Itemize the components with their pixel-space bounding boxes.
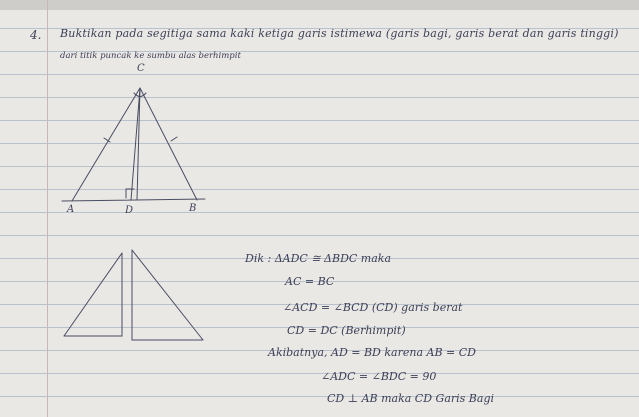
label-foot-d: D xyxy=(125,205,134,216)
proof-line-2: AC = BC xyxy=(285,275,335,288)
label-vertex-a: A xyxy=(67,204,75,215)
question-line-2: dari titik puncak ke sumbu alas berhimpi… xyxy=(60,51,241,61)
proof-line-5: Akibatnya, AD = BD karena AB = CD xyxy=(268,346,476,359)
proof-line-1: Dik : ΔADC ≅ ΔBDC maka xyxy=(245,252,392,265)
question-line-1: Buktikan pada segitiga sama kaki ketiga … xyxy=(60,27,619,40)
proof-line-4: CD = DC (Berhimpit) xyxy=(287,324,406,337)
proof-line-6: ∠ADC = ∠BDC = 90 xyxy=(321,370,437,383)
margin-line xyxy=(47,0,48,417)
proof-line-7: CD ⊥ AB maka CD Garis Bagi xyxy=(327,392,495,405)
proof-line-3: ∠ACD = ∠BCD (CD) garis berat xyxy=(283,301,463,314)
page-top-strip xyxy=(0,0,639,10)
label-vertex-b: B xyxy=(189,203,197,214)
label-apex-c: C xyxy=(137,63,145,74)
triangle-abc xyxy=(61,87,206,202)
question-number: 4. xyxy=(30,28,42,42)
split-triangles xyxy=(63,249,204,341)
